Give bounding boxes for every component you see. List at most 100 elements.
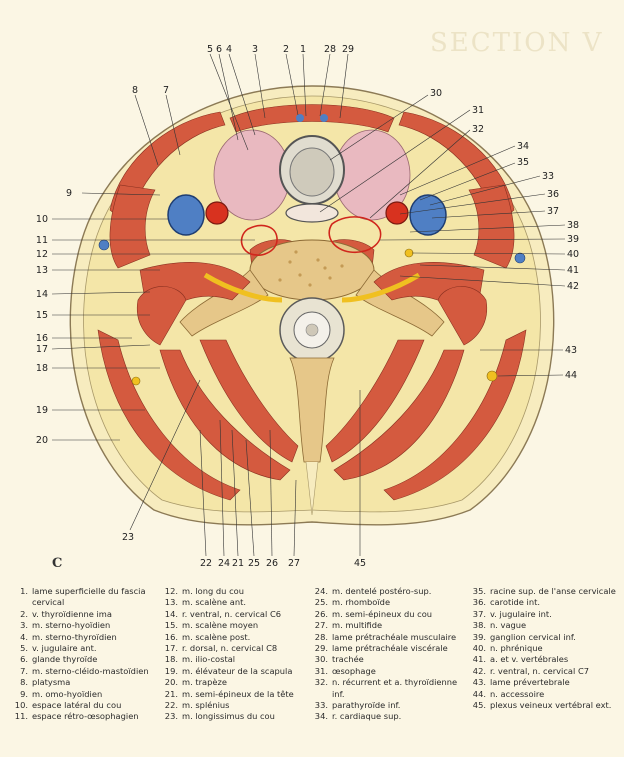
- legend-number: 14.: [164, 608, 178, 619]
- legend-text: r. ventral, n. cervical C7: [490, 665, 590, 676]
- section-watermark: SECTION V: [430, 28, 604, 58]
- legend-item: 14.r. ventral, n. cervical C6: [160, 609, 300, 620]
- legend-item: 31.œsophage: [310, 666, 460, 677]
- scm-right-lower: [468, 184, 515, 269]
- label-36: 36: [547, 189, 559, 200]
- nerve-left-small: [131, 376, 141, 386]
- legend-text: m. scalène ant.: [182, 597, 246, 608]
- label-30: 30: [430, 88, 442, 99]
- legend-number: 16.: [164, 631, 178, 642]
- label-7: 7: [163, 85, 169, 96]
- legend-number: 38.: [472, 620, 486, 631]
- label-6: 6: [216, 44, 222, 55]
- legend-number: 44.: [472, 688, 486, 699]
- label-39: 39: [567, 234, 579, 245]
- legend-text: n. récurrent et a. thyroïdienne inf.: [332, 677, 458, 699]
- legend-item: 13.m. scalène ant.: [160, 597, 300, 608]
- legend-number: 11.: [14, 711, 28, 722]
- label-20: 20: [36, 435, 48, 446]
- legend-item: 16.m. scalène post.: [160, 632, 300, 643]
- trachea-lumen: [289, 147, 335, 197]
- legend-text: r. dorsal, n. cervical C8: [182, 643, 278, 654]
- legend-text: platysma: [32, 677, 71, 688]
- legend-item: 1.lame superficielle du fascia cervical: [10, 586, 150, 609]
- legend-number: 15.: [164, 620, 178, 631]
- label-16: 16: [36, 333, 48, 344]
- label-22: 22: [200, 558, 212, 569]
- legend-item: 35.racine sup. de l'anse cervicale: [468, 586, 620, 597]
- legend-item: 10. espace latéral du cou: [10, 700, 150, 711]
- legend-item: 36.carotide int.: [468, 597, 620, 608]
- legend-item: 28.lame prétrachéale musculaire: [310, 632, 460, 643]
- legend-text: trachée: [332, 654, 364, 665]
- legend-text: m. multifide: [332, 620, 383, 631]
- label-34: 34: [517, 141, 529, 152]
- legend-number: 33.: [314, 700, 328, 711]
- label-14: 14: [36, 289, 48, 300]
- external-jugular-left: [98, 239, 110, 251]
- legend-text: parathyroïde inf.: [332, 700, 401, 711]
- legend-text: r. cardiaque sup.: [332, 711, 402, 722]
- legend-item: 25.m. rhomboïde: [310, 597, 460, 608]
- legend: 1.lame superficielle du fascia cervical …: [0, 586, 624, 751]
- legend-number: 18.: [164, 654, 178, 665]
- label-38: 38: [567, 220, 579, 231]
- legend-item: 33. parathyroïde inf.: [310, 700, 460, 711]
- label-15: 15: [36, 310, 48, 321]
- legend-text: m. ilio-costal: [182, 654, 236, 665]
- label-25: 25: [248, 558, 260, 569]
- legend-item: 6.glande thyroïde: [10, 654, 150, 665]
- legend-number: 5.: [20, 643, 28, 654]
- legend-text: m. trapèze: [182, 677, 227, 688]
- legend-text: racine sup. de l'anse cervicale: [490, 586, 616, 596]
- legend-text: lame superficielle du fascia cervical: [32, 586, 146, 608]
- highlight-annotation-right: [328, 216, 382, 254]
- nerve-roots-left: [203, 272, 283, 303]
- legend-item: 41.a. et v. vertébrales: [468, 654, 620, 665]
- phrenic-nerve-right: [404, 248, 414, 258]
- legend-number: 3.: [20, 620, 28, 631]
- jugular-vein-right: [409, 194, 447, 236]
- label-17: 17: [36, 344, 48, 355]
- legend-column-4: 35.racine sup. de l'anse cervicale 36.ca…: [468, 586, 620, 711]
- legend-item: 37.v. jugulaire int.: [468, 609, 620, 620]
- label-4: 4: [226, 44, 232, 55]
- legend-item: 8.platysma: [10, 677, 150, 688]
- legend-item: 9.m. omo-hyoïdien: [10, 689, 150, 700]
- legend-item: 11.espace rétro-œsophagien: [10, 711, 150, 722]
- label-9: 9: [66, 188, 72, 199]
- legend-number: 27.: [314, 620, 328, 631]
- label-1: 1: [300, 44, 306, 55]
- carotid-left: [205, 201, 229, 225]
- legend-text: m. splénius: [182, 700, 230, 711]
- legend-item: 19.m. élévateur de la scapula: [160, 666, 300, 677]
- legend-number: 45.: [472, 700, 486, 711]
- legend-text: m. scalène moyen: [182, 620, 259, 631]
- legend-text: espace latéral du cou: [32, 700, 122, 711]
- carotid-right: [385, 201, 409, 225]
- legend-number: 28.: [314, 631, 328, 642]
- esophagus: [285, 203, 339, 223]
- legend-number: 10.: [14, 700, 28, 711]
- legend-item: 32.n. récurrent et a. thyroïdienne inf.: [310, 677, 460, 700]
- legend-item: 2.v. thyroïdienne ima: [10, 609, 150, 620]
- legend-number: 31.: [314, 665, 328, 676]
- scm-left-lower: [109, 184, 156, 269]
- legend-text: m. sterno-cléido-mastoïdien: [32, 665, 149, 676]
- label-42: 42: [567, 281, 579, 292]
- legend-number: 26.: [314, 608, 328, 619]
- legend-item: 39.ganglion cervical inf.: [468, 632, 620, 643]
- legend-text: glande thyroïde: [32, 654, 98, 665]
- legend-number: 17.: [164, 643, 178, 654]
- levator-scapulae-right: [437, 286, 488, 346]
- legend-column-3: 24.m. dentelé postéro-sup. 25.m. rhomboï…: [310, 586, 460, 723]
- legend-item: 17. r. dorsal, n. cervical C8: [160, 643, 300, 654]
- legend-text: ganglion cervical inf.: [490, 631, 576, 642]
- legend-number: 20.: [164, 677, 178, 688]
- legend-item: 5.v. jugulaire ant.: [10, 643, 150, 654]
- legend-item: 44.n. accessoire: [468, 689, 620, 700]
- legend-item: 15. m. scalène moyen: [160, 620, 300, 631]
- semispinalis-right: [325, 339, 425, 463]
- label-44: 44: [565, 370, 577, 381]
- legend-item: 30.trachée: [310, 654, 460, 665]
